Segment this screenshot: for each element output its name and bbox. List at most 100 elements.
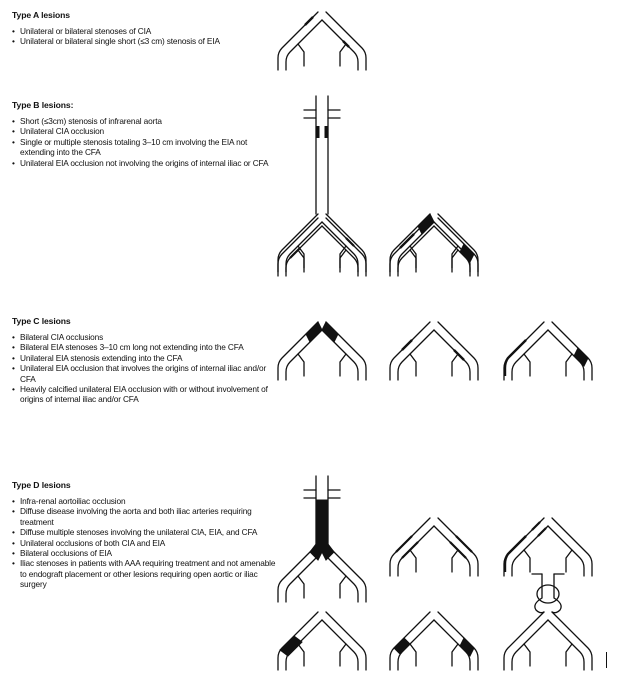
right-iliac-inner-wall (397, 525, 435, 577)
right-iliac-inner-wall (511, 525, 549, 577)
right-internal-iliac (409, 353, 417, 377)
diagram-type-c-1 (277, 321, 367, 381)
vessel-group (277, 95, 367, 273)
type-d-bullet: Diffuse disease involving the aorta and … (12, 506, 282, 527)
left-internal-iliac (451, 643, 459, 667)
right-internal-iliac (523, 549, 531, 573)
vessel-group (503, 321, 593, 381)
left-iliac-inner-wall (321, 329, 359, 381)
left-iliac-outer-wall (325, 543, 367, 603)
left-eia-stenosis-inner (449, 541, 467, 559)
type-d-bullet: Unilateral occlusions of both CIA and EI… (12, 538, 282, 549)
diagram-type-d-5 (389, 611, 479, 671)
left-iliac-outer-wall (325, 217, 367, 277)
aorta-right-wall (534, 573, 545, 614)
left-eia-stenosis (345, 237, 355, 247)
right-cia-occlusion (417, 213, 435, 235)
right-iliac-outer-wall (503, 611, 545, 671)
left-eia-stenosis-outer (455, 535, 473, 553)
type-b-bullet: Single or multiple stenosis totaling 3–1… (12, 137, 282, 158)
right-eia-occlusion (393, 637, 411, 655)
type-a-bullets: Unilateral or bilateral stenoses of CIA … (12, 26, 282, 47)
diagram-type-a-1 (277, 11, 367, 71)
left-iliac-inner-wall (321, 19, 359, 71)
type-a-title: Type A lesions (12, 10, 70, 20)
left-iliac-inner-wall (433, 329, 471, 381)
type-b-title: Type B lesions: (12, 100, 74, 110)
left-iliac-outer-wall (325, 611, 367, 671)
type-b-bullet: Unilateral CIA occlusion (12, 126, 282, 137)
right-iliac-inner-wall (397, 225, 435, 277)
right-iliac-inner-wall (285, 551, 323, 603)
left-iliac-inner-wall (547, 619, 585, 671)
right-iliac-inner-wall (285, 19, 323, 71)
right-eia-stenosis-outer (395, 535, 413, 553)
right-iliac-inner-wall (397, 329, 435, 381)
left-iliac-outer-wall (325, 11, 367, 71)
left-internal-iliac (339, 643, 347, 667)
left-iliac-inner-wall (547, 525, 585, 577)
diagram-type-d-3 (503, 517, 593, 577)
right-cia-stenosis-outer (531, 521, 541, 531)
left-cia-occlusion (321, 321, 339, 343)
diagram-type-d-2 (389, 517, 479, 577)
vessel-group (389, 517, 479, 577)
right-iliac-outer-wall (389, 611, 431, 671)
type-d-bullet: Bilateral occlusions of EIA (12, 548, 282, 559)
diagram-type-b-3 (277, 217, 367, 277)
left-iliac-inner-wall (321, 225, 359, 277)
left-internal-iliac (451, 249, 459, 273)
right-internal-iliac (523, 353, 531, 377)
vessel-group (503, 517, 593, 577)
left-eia-occlusion (459, 243, 475, 263)
right-cia-stenosis-inner (537, 527, 547, 537)
right-internal-iliac (297, 43, 305, 67)
type-d-title: Type D lesions (12, 480, 71, 490)
right-iliac-inner-wall (511, 619, 549, 671)
aortoiliac-occlusion (309, 499, 335, 561)
left-eia-stenosis (342, 40, 350, 48)
right-eia-stenosis (503, 339, 527, 376)
left-eia-occlusion (459, 637, 475, 657)
left-iliac-outer-wall (551, 517, 593, 577)
type-b-bullet: Short (≤3cm) stenosis of infrarenal aort… (12, 116, 282, 127)
aorta-left-wall (551, 573, 562, 614)
left-iliac-outer-wall (551, 611, 593, 671)
right-internal-iliac (297, 643, 305, 667)
right-eia-stenosis-inner (401, 541, 419, 559)
right-iliac-inner-wall (285, 225, 323, 277)
vessel-group (389, 217, 479, 277)
diagram-type-d-6 (503, 573, 593, 671)
right-internal-iliac (297, 249, 305, 273)
vessel-group (277, 217, 367, 277)
right-eia-occlusion (279, 635, 303, 657)
type-c-section: Type C lesions Bilateral CIA occlusions … (12, 316, 282, 405)
right-iliac-outer-wall (389, 321, 431, 381)
left-internal-iliac (565, 643, 573, 667)
right-iliac-outer-wall (277, 543, 319, 603)
right-internal-iliac (409, 549, 417, 573)
left-iliac-outer-wall (551, 321, 593, 381)
type-a-bullet: Unilateral or bilateral stenoses of CIA (12, 26, 282, 37)
right-eia-stenosis (399, 233, 415, 249)
diagram-type-c-2 (389, 321, 479, 381)
type-a-bullet: Unilateral or bilateral single short (≤3… (12, 36, 282, 47)
vessel-group (277, 11, 367, 71)
type-c-bullets: Bilateral CIA occlusions Bilateral EIA s… (12, 332, 282, 405)
right-internal-iliac (409, 643, 417, 667)
type-b-section: Type B lesions: Short (≤3cm) stenosis of… (12, 100, 282, 168)
right-internal-iliac (297, 575, 305, 599)
type-d-bullets: Infra-renal aortoiliac occlusion Diffuse… (12, 496, 282, 590)
left-internal-iliac (451, 549, 459, 573)
right-internal-iliac (297, 353, 305, 377)
left-internal-iliac (451, 353, 459, 377)
left-internal-iliac (339, 43, 347, 67)
right-cia-occlusion (305, 321, 323, 343)
type-b-bullet: Unilateral EIA occlusion not involving t… (12, 158, 282, 169)
left-eia-stenosis (453, 349, 465, 361)
left-iliac-inner-wall (321, 619, 359, 671)
vessel-group (277, 475, 367, 603)
right-internal-iliac (409, 249, 417, 273)
left-iliac-outer-wall (437, 611, 479, 671)
type-a-section: Type A lesions Unilateral or bilateral s… (12, 10, 282, 47)
